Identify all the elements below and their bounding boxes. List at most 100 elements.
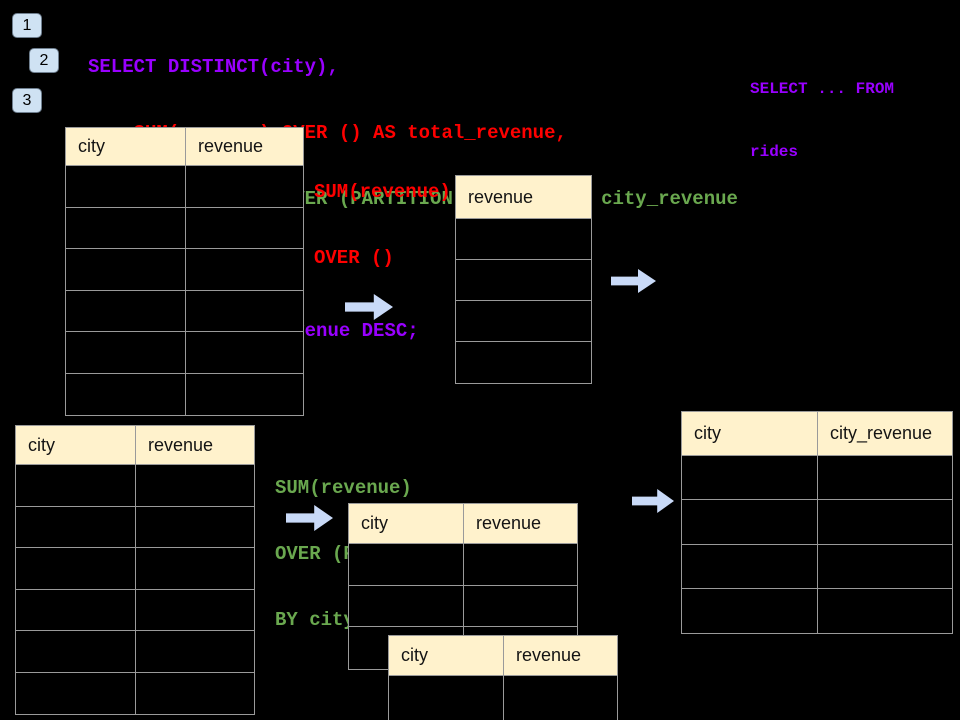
table-body: [389, 676, 617, 720]
table-cell: [16, 548, 136, 589]
table-cell: [186, 208, 303, 249]
table-body: [66, 166, 303, 415]
table-cell: [186, 374, 303, 416]
final-result-table: city city_revenue: [681, 411, 953, 635]
table-cell: [136, 631, 254, 672]
table-cell: [16, 672, 136, 714]
table-row: [16, 589, 254, 631]
table-cell: [349, 585, 464, 627]
select-from-rides-snippet: SELECT ... FROM rides: [750, 37, 894, 205]
table-header-row: city revenue: [349, 504, 577, 544]
step-badge-3-label: 3: [22, 91, 32, 109]
table-cell: [136, 507, 254, 548]
table-cell: [389, 676, 504, 720]
side-code-line: rides: [750, 143, 799, 161]
table-cell: [136, 548, 254, 589]
table-cell: [66, 373, 186, 415]
sql-code-line-select: SELECT DISTINCT(city),: [88, 56, 339, 78]
table-cell: [818, 545, 952, 588]
column-header-revenue: revenue: [148, 434, 214, 455]
table-row: [389, 676, 617, 720]
table-row: [349, 585, 577, 628]
column-header-city: city: [66, 128, 186, 165]
table-row: [456, 301, 591, 342]
table-row: [66, 207, 303, 249]
table-cell: [682, 500, 818, 544]
table-cell: [682, 456, 818, 500]
column-header-city: city: [16, 426, 136, 464]
table-header-row: revenue: [456, 176, 591, 219]
column-header-city: city: [349, 504, 464, 543]
column-header-city: city: [389, 636, 504, 675]
table-row: [682, 500, 952, 545]
source-table-top: city revenue: [65, 127, 304, 416]
table-row: [456, 342, 591, 383]
table-row: [682, 588, 952, 634]
table-row: [682, 456, 952, 501]
column-header-city-revenue: city_revenue: [830, 423, 933, 443]
side-code-line: SELECT ... FROM: [750, 80, 895, 98]
table-cell: [818, 589, 952, 633]
table-cell: [186, 249, 303, 290]
annotation-line: SUM(revenue): [275, 477, 412, 499]
table-cell: [818, 456, 952, 499]
table-row: [66, 166, 303, 208]
table-cell: [16, 631, 136, 672]
table-cell: [66, 207, 186, 248]
partition-table-overlay: city revenue: [388, 635, 618, 720]
table-row: [16, 506, 254, 548]
table-cell: [136, 673, 254, 715]
table-cell: [66, 290, 186, 331]
total-revenue-table: revenue: [455, 175, 592, 384]
column-header-city: city: [682, 412, 818, 455]
table-cell: [456, 342, 591, 383]
total-revenue-annotation: SUM(revenue) OVER (): [314, 137, 451, 313]
table-cell: [16, 506, 136, 547]
table-cell: [66, 249, 186, 290]
table-header-row: city revenue: [16, 426, 254, 465]
step-badge-1-label: 1: [22, 16, 32, 34]
column-header-revenue: revenue: [516, 645, 582, 665]
source-table-bottom: city revenue: [15, 425, 255, 715]
table-cell: [186, 291, 303, 332]
table-cell: [682, 588, 818, 634]
step-badge-3: 3: [12, 88, 42, 113]
arrow-right-icon: [632, 489, 674, 513]
table-row: [16, 631, 254, 673]
table-row: [16, 672, 254, 715]
table-row: [66, 290, 303, 332]
table-cell: [349, 544, 464, 585]
table-header-row: city city_revenue: [682, 412, 952, 456]
annotation-line: SUM(revenue): [314, 181, 451, 203]
table-row: [456, 260, 591, 301]
table-body: [682, 456, 952, 634]
table-cell: [464, 586, 577, 627]
table-row: [16, 548, 254, 590]
table-row: [66, 249, 303, 291]
table-cell: [456, 301, 591, 341]
table-row: [682, 544, 952, 589]
column-header-revenue: revenue: [476, 513, 542, 533]
table-row: [66, 332, 303, 374]
table-row: [456, 219, 591, 260]
table-cell: [16, 589, 136, 630]
table-cell: [456, 260, 591, 300]
column-header-revenue: revenue: [468, 186, 534, 207]
table-cell: [186, 166, 303, 207]
annotation-line: OVER (): [314, 247, 394, 269]
step-badge-2-label: 2: [39, 51, 49, 69]
column-header-revenue: revenue: [198, 136, 264, 156]
table-cell: [136, 590, 254, 631]
table-row: [16, 465, 254, 507]
table-cell: [66, 166, 186, 207]
table-cell: [136, 465, 254, 506]
table-cell: [186, 332, 303, 373]
step-badge-1: 1: [12, 13, 42, 38]
table-header-row: city revenue: [389, 636, 617, 676]
table-cell: [16, 465, 136, 506]
table-body: [16, 465, 254, 714]
table-row: [66, 373, 303, 416]
table-cell: [464, 544, 577, 585]
table-cell: [682, 544, 818, 588]
